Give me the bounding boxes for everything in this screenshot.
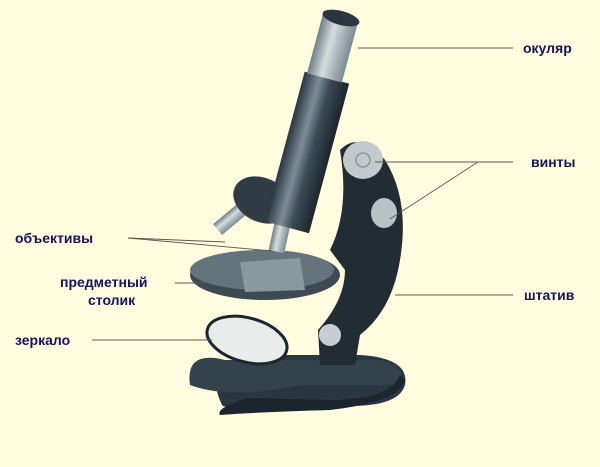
label-objectives: объективы — [15, 230, 94, 246]
microscope-mirror — [205, 314, 289, 366]
microscope-tripod — [318, 142, 403, 365]
label-stage-line2: столик — [88, 292, 136, 308]
label-eyepiece: окуляр — [523, 40, 572, 56]
label-mirror: зеркало — [15, 332, 71, 348]
label-stage-line1: предметный — [60, 274, 148, 290]
coarse-focus-knob — [343, 141, 383, 179]
microscope-eyepiece — [307, 10, 359, 83]
fine-focus-knob — [371, 198, 397, 228]
label-tripod: штатив — [524, 287, 575, 303]
label-screws: винты — [531, 154, 576, 170]
microscope-tube — [264, 71, 350, 234]
